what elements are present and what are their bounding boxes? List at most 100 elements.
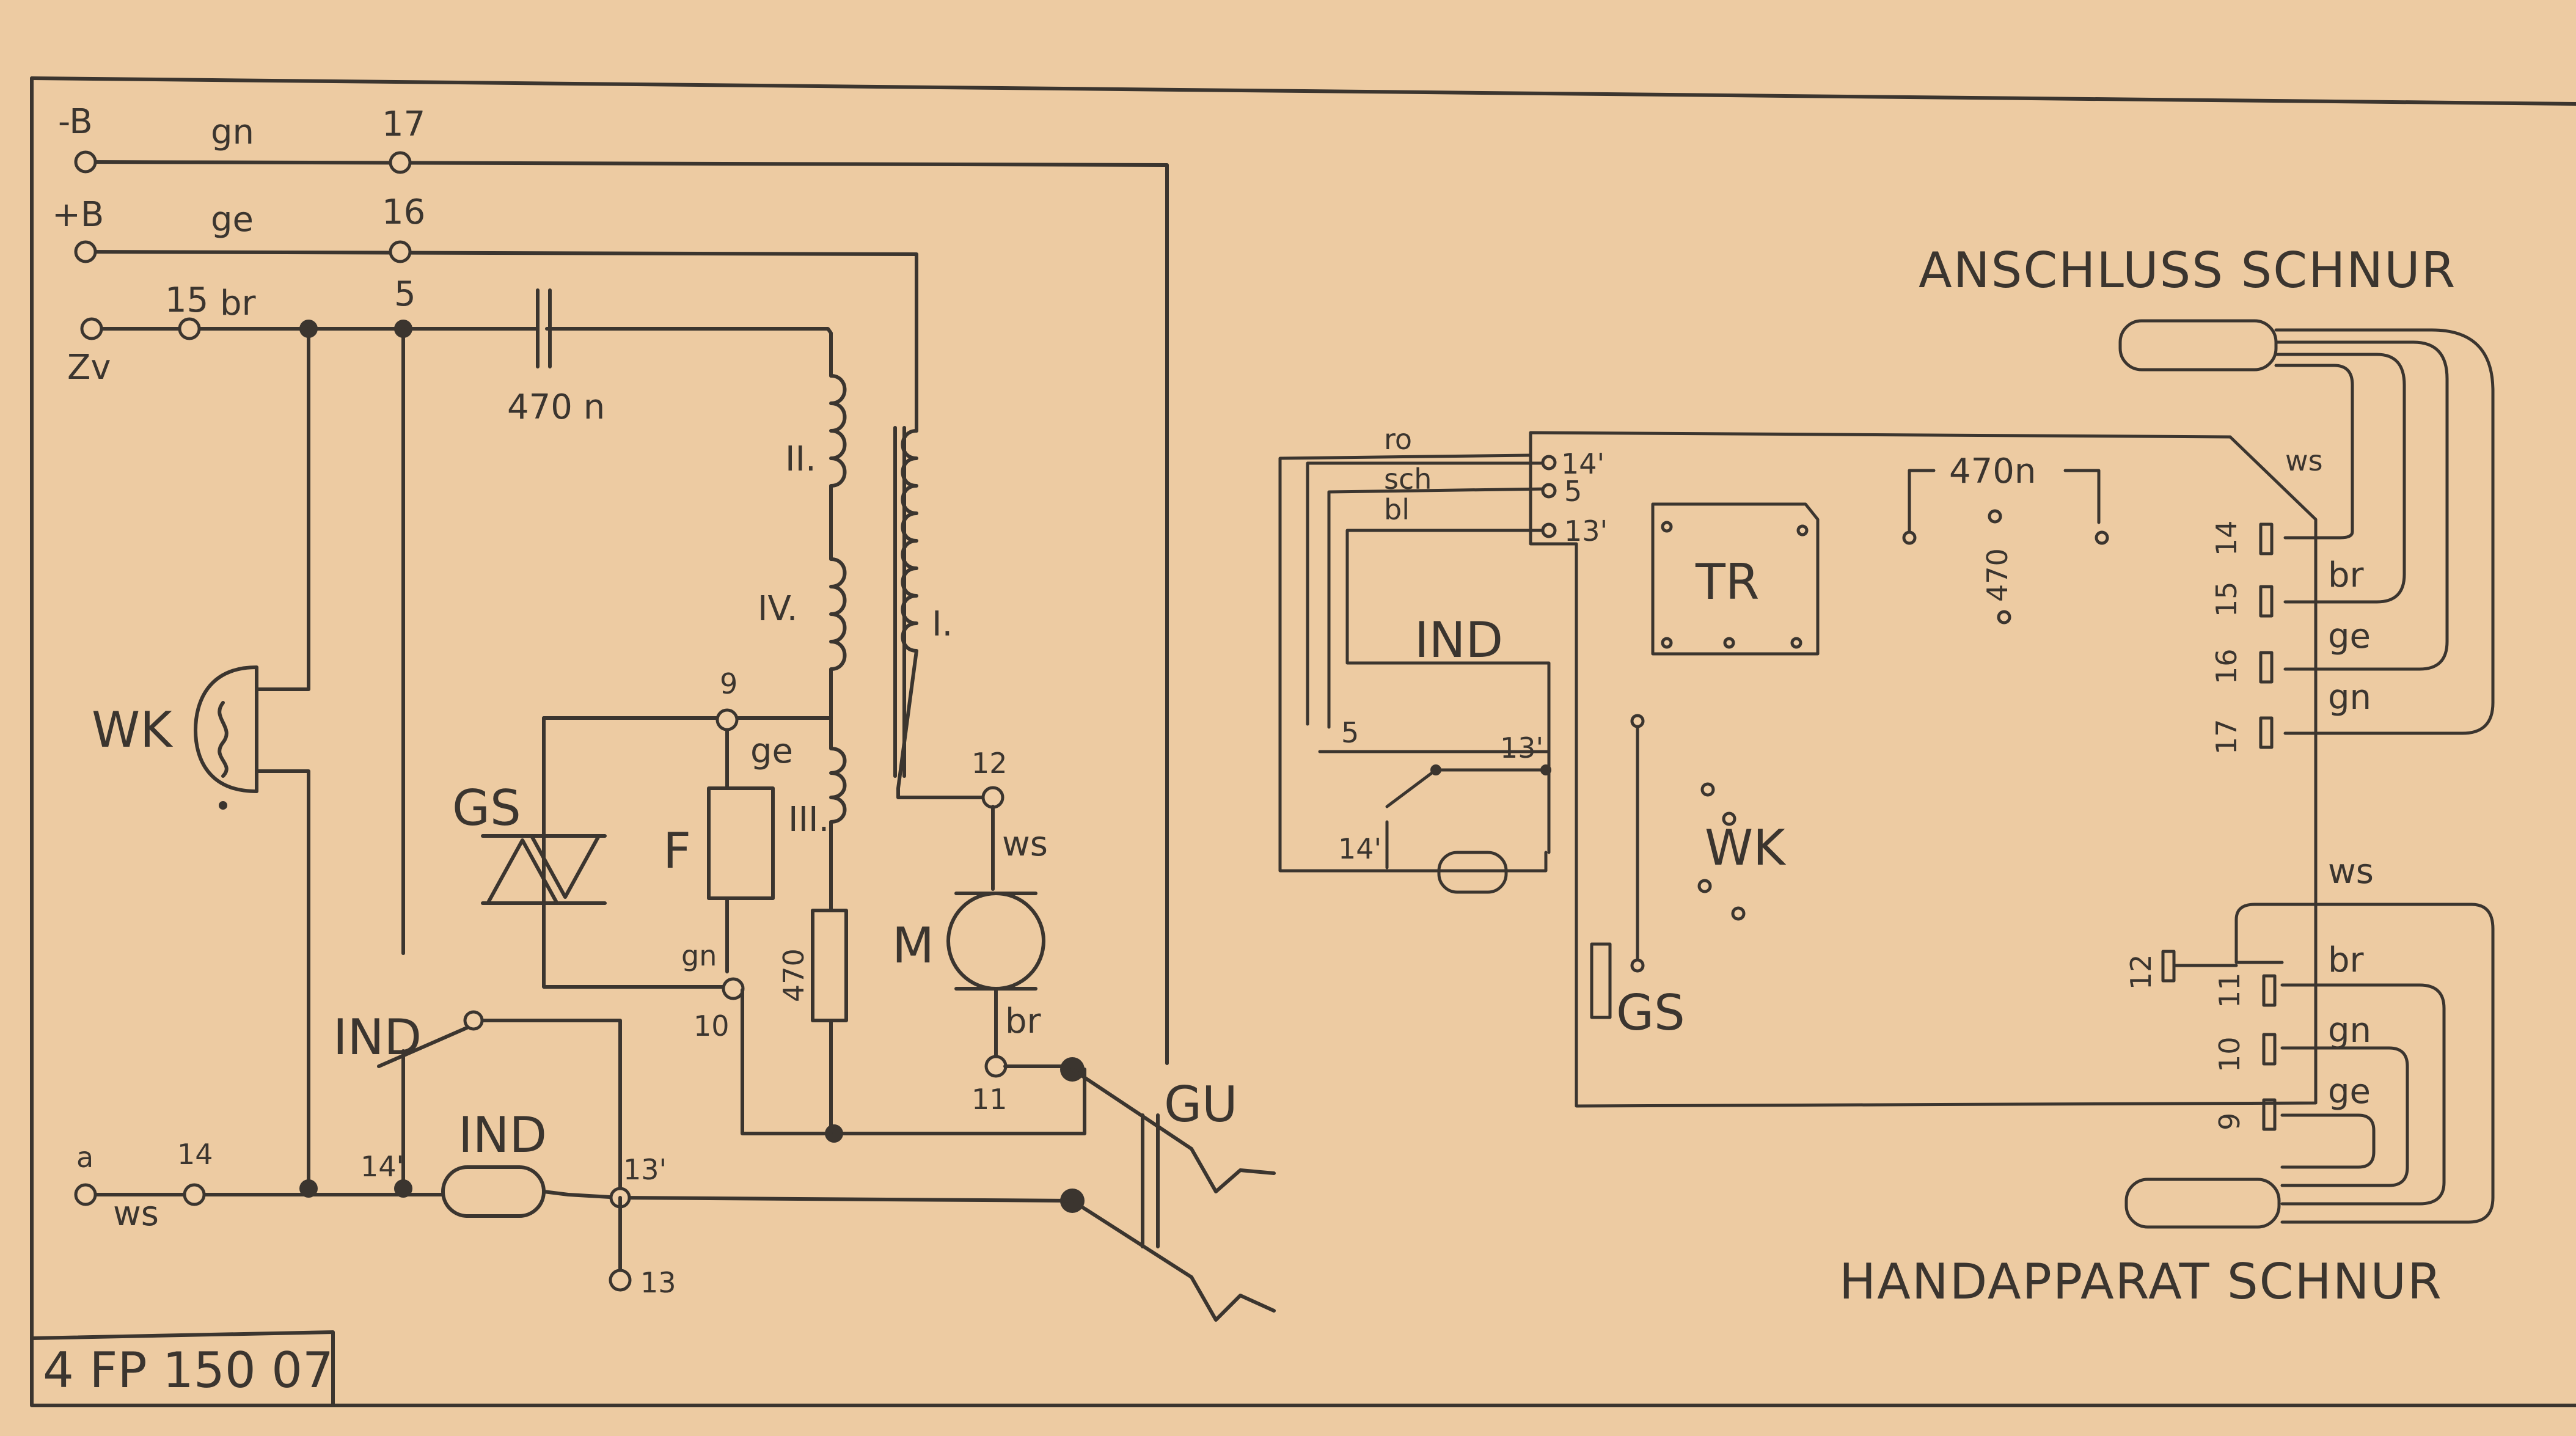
board-gs-label: GS [1616,984,1685,1041]
winding-iii-label: III. [788,800,829,840]
rail-zv-wire: br [220,284,257,323]
board-wk-label: WK [1705,819,1787,876]
terminal-9: 9 [720,667,737,700]
terminal-17-screw [389,151,412,174]
winding-i-label: I. [932,604,953,644]
anschluss-wire-br: br [2328,555,2365,595]
handapparat-wire-ge: ge [2328,1072,2371,1112]
anschluss-pin-16-label: 16 [2210,648,2243,684]
anschluss-pin-14 [2259,522,2274,555]
rail-bottom: a 14 ws 14' 13' IND 13 [74,1107,1074,1299]
circuit-schematic: -B gn 17 +B ge 16 15 br 5 Zv [52,102,1276,1322]
winding-ii-label: II. [785,439,816,479]
pin-13-prime: 13' [1564,515,1608,548]
board-wk: WK [1630,714,1787,973]
terminal-plus-b [74,240,97,263]
board-outline [1529,431,2318,1108]
gu-switch: GU [1060,1068,1276,1322]
contact-13-prime: 13' [1500,731,1543,764]
terminal-5: 5 [394,274,416,314]
node-11-wire: br [1005,1002,1042,1041]
terminal-a: a [76,1141,93,1174]
node-10: gn 10 [681,939,836,1135]
motor-label: M [892,917,934,974]
wire-bl: bl [1384,493,1410,526]
terminal-16-screw [389,240,412,263]
terminal-10: 10 [693,1009,730,1042]
board-ind-label: IND [1414,612,1503,669]
transformer-windings: II. IV. III. I. [758,374,986,912]
handapparat-wire-br: br [2328,940,2365,980]
handapparat-title: HANDAPPARAT SCHNUR [1839,1253,2443,1310]
board-gs: GS [1590,942,1685,1041]
terminal-15-screw [178,317,201,340]
anschluss-wire-gn: gn [2328,678,2371,717]
anschluss-ws: ws [2285,444,2323,477]
resistor-label: 470 [777,948,810,1002]
ind-switch-label: IND [333,1009,422,1066]
terminal-minus-b [74,150,97,174]
wire-ro: ro [1384,423,1412,456]
pin-14-prime: 14' [1561,447,1605,480]
handapparat-pin-10-label: 10 [2213,1036,2246,1072]
rail-plus-b-wire: ge [211,200,254,240]
anschluss-pin-14-label: 14 [2210,520,2243,556]
wk-label: WK [92,702,174,758]
handapparat-pin-9-label: 9 [2213,1113,2246,1130]
rail-zv-label: Zv [67,348,111,387]
node-10-wire: gn [681,939,717,972]
ind-subboard: ro sch bl 14' 5 13' IND 5 13' 14' [1278,423,1608,894]
capacitor-label: 470 n [507,387,605,427]
drawing-number: 4 FP 150 07 [43,1342,334,1399]
node-9: 9 ge [542,667,833,790]
board-layout: ro sch bl 14' 5 13' IND 5 13' 14' TR [1278,423,2318,1108]
terminal-14-prime: 14' [360,1150,404,1183]
terminal-zv [80,317,103,340]
ind-switch: IND [333,1009,622,1200]
handapparat-ws: ws [2328,852,2374,892]
handapparat-pin-11-label: 11 [2213,972,2246,1008]
rail-plus-b-label: +B [52,195,104,235]
anschluss-pin-16 [2259,651,2274,684]
board-cap-label-vertical: 470 [1981,548,2014,602]
resistor-470: 470 [777,909,848,1143]
wire-sch: sch [1384,463,1432,496]
node-12-wire: ws [1002,824,1048,864]
ind-lamp-label: IND [458,1107,547,1163]
gs-rectifier: GS [452,716,729,989]
sheet-frame [30,76,2576,1407]
wk-bell: WK [92,665,258,810]
pin-5: 5 [1564,475,1582,508]
gs-label: GS [452,780,521,837]
terminal-17: 17 [382,104,425,144]
motor: 12 ws M br 11 [892,747,1085,1116]
handapparat-pin-10 [2262,1033,2277,1066]
anschluss-title: ANSCHLUSS SCHNUR [1919,242,2456,299]
terminal-13: 13 [640,1266,676,1299]
anschluss-pin-15-label: 15 [2210,581,2243,617]
gu-label: GU [1164,1076,1238,1133]
contact-5: 5 [1341,716,1359,749]
terminal-12: 12 [971,747,1008,780]
winding-iv-label: IV. [758,589,797,629]
node-9-wire: ge [750,731,793,771]
anschluss-pin-15 [2259,585,2274,618]
rail-plus-b: +B ge 16 [52,192,918,433]
handapparat-schnur: ws 12 11 10 9 br gn ge HANDAPPARAT SCHNU… [1839,852,2495,1310]
handapparat-pin-11 [2262,974,2277,1007]
rail-minus-b: -B gn 17 [58,102,1169,1065]
handapparat-wire-gn: gn [2328,1011,2371,1050]
f-label: F [663,822,691,879]
tr-label: TR [1695,554,1759,610]
anschluss-pin-17-label: 17 [2210,719,2243,755]
terminal-16: 16 [382,192,425,232]
board-cap-label: 470n [1949,452,2036,491]
drawing-number-box: 4 FP 150 07 [30,1330,335,1407]
rail-bottom-wire: ws [113,1194,159,1234]
tr-transformer: TR [1651,502,1820,656]
terminal-14: 14 [177,1138,213,1171]
board-capacitor: 470n 470 [1902,452,2109,625]
anschluss-cable-plug [2118,319,2278,372]
handapparat-pin-9 [2262,1098,2277,1131]
